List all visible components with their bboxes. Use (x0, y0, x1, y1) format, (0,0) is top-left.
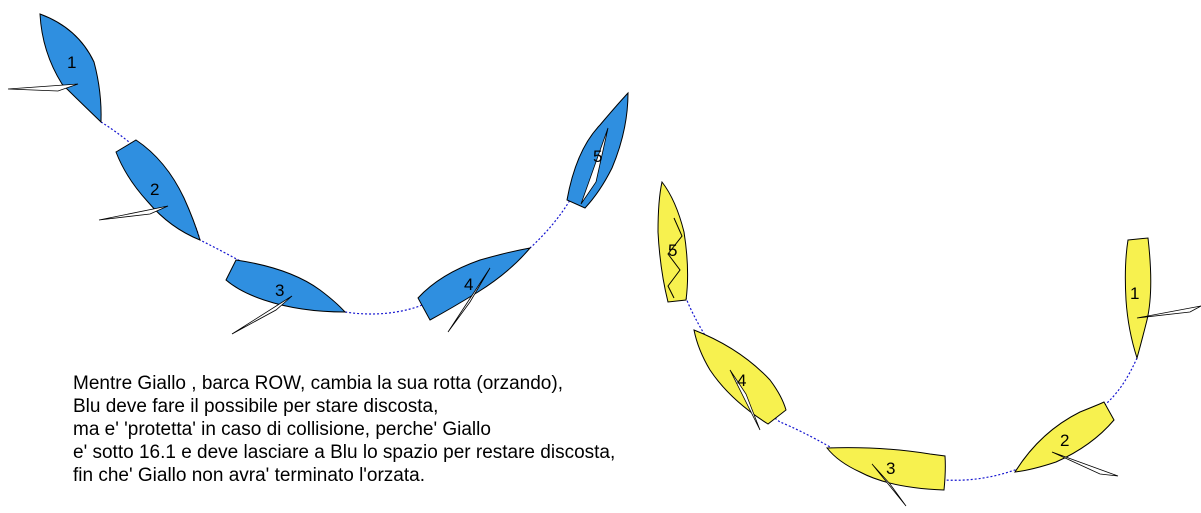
caption-line: fin che' Giallo non avra' terminato l'or… (73, 465, 426, 486)
yellow-boat-4-label: 4 (737, 371, 746, 390)
yellow-boat-4: 4 (693, 329, 787, 431)
blue-boat-1-label: 1 (67, 53, 76, 72)
yellow-boat-2-label: 2 (1060, 431, 1069, 450)
yellow-boat-1-label: 1 (1130, 284, 1139, 303)
blue-boat-1: 1 (7, 13, 102, 124)
blue-boat-4-label: 4 (464, 275, 473, 294)
blue-boat-5-label: 5 (593, 147, 602, 166)
blue-boat-4: 4 (417, 247, 532, 333)
yellow-boat-3-label: 3 (886, 459, 895, 478)
yellow-boat-1: 1 (1124, 237, 1201, 360)
caption-line: Blu deve fare il possibile per stare dis… (73, 396, 439, 417)
caption-line: e' sotto 16.1 e deve lasciare a Blu lo s… (73, 442, 616, 463)
caption-line: ma e' 'protetta' in caso di collisione, … (73, 419, 491, 440)
blue-boat-3: 3 (225, 259, 347, 335)
caption: Mentre Giallo , barca ROW, cambia la sua… (73, 372, 833, 487)
caption-line: Mentre Giallo , barca ROW, cambia la sua… (73, 373, 563, 394)
yellow-boat-5-label: 5 (668, 241, 677, 260)
yellow-boat-3: 3 (826, 447, 946, 507)
blue-boat-5: 5 (566, 91, 629, 209)
blue-boat-3-label: 3 (275, 281, 284, 300)
blue-boat-2-label: 2 (150, 180, 159, 199)
yellow-boat-2: 2 (1014, 401, 1119, 477)
blue-boat-2: 2 (98, 139, 201, 241)
yellow-boat-5: 5 (657, 180, 689, 303)
